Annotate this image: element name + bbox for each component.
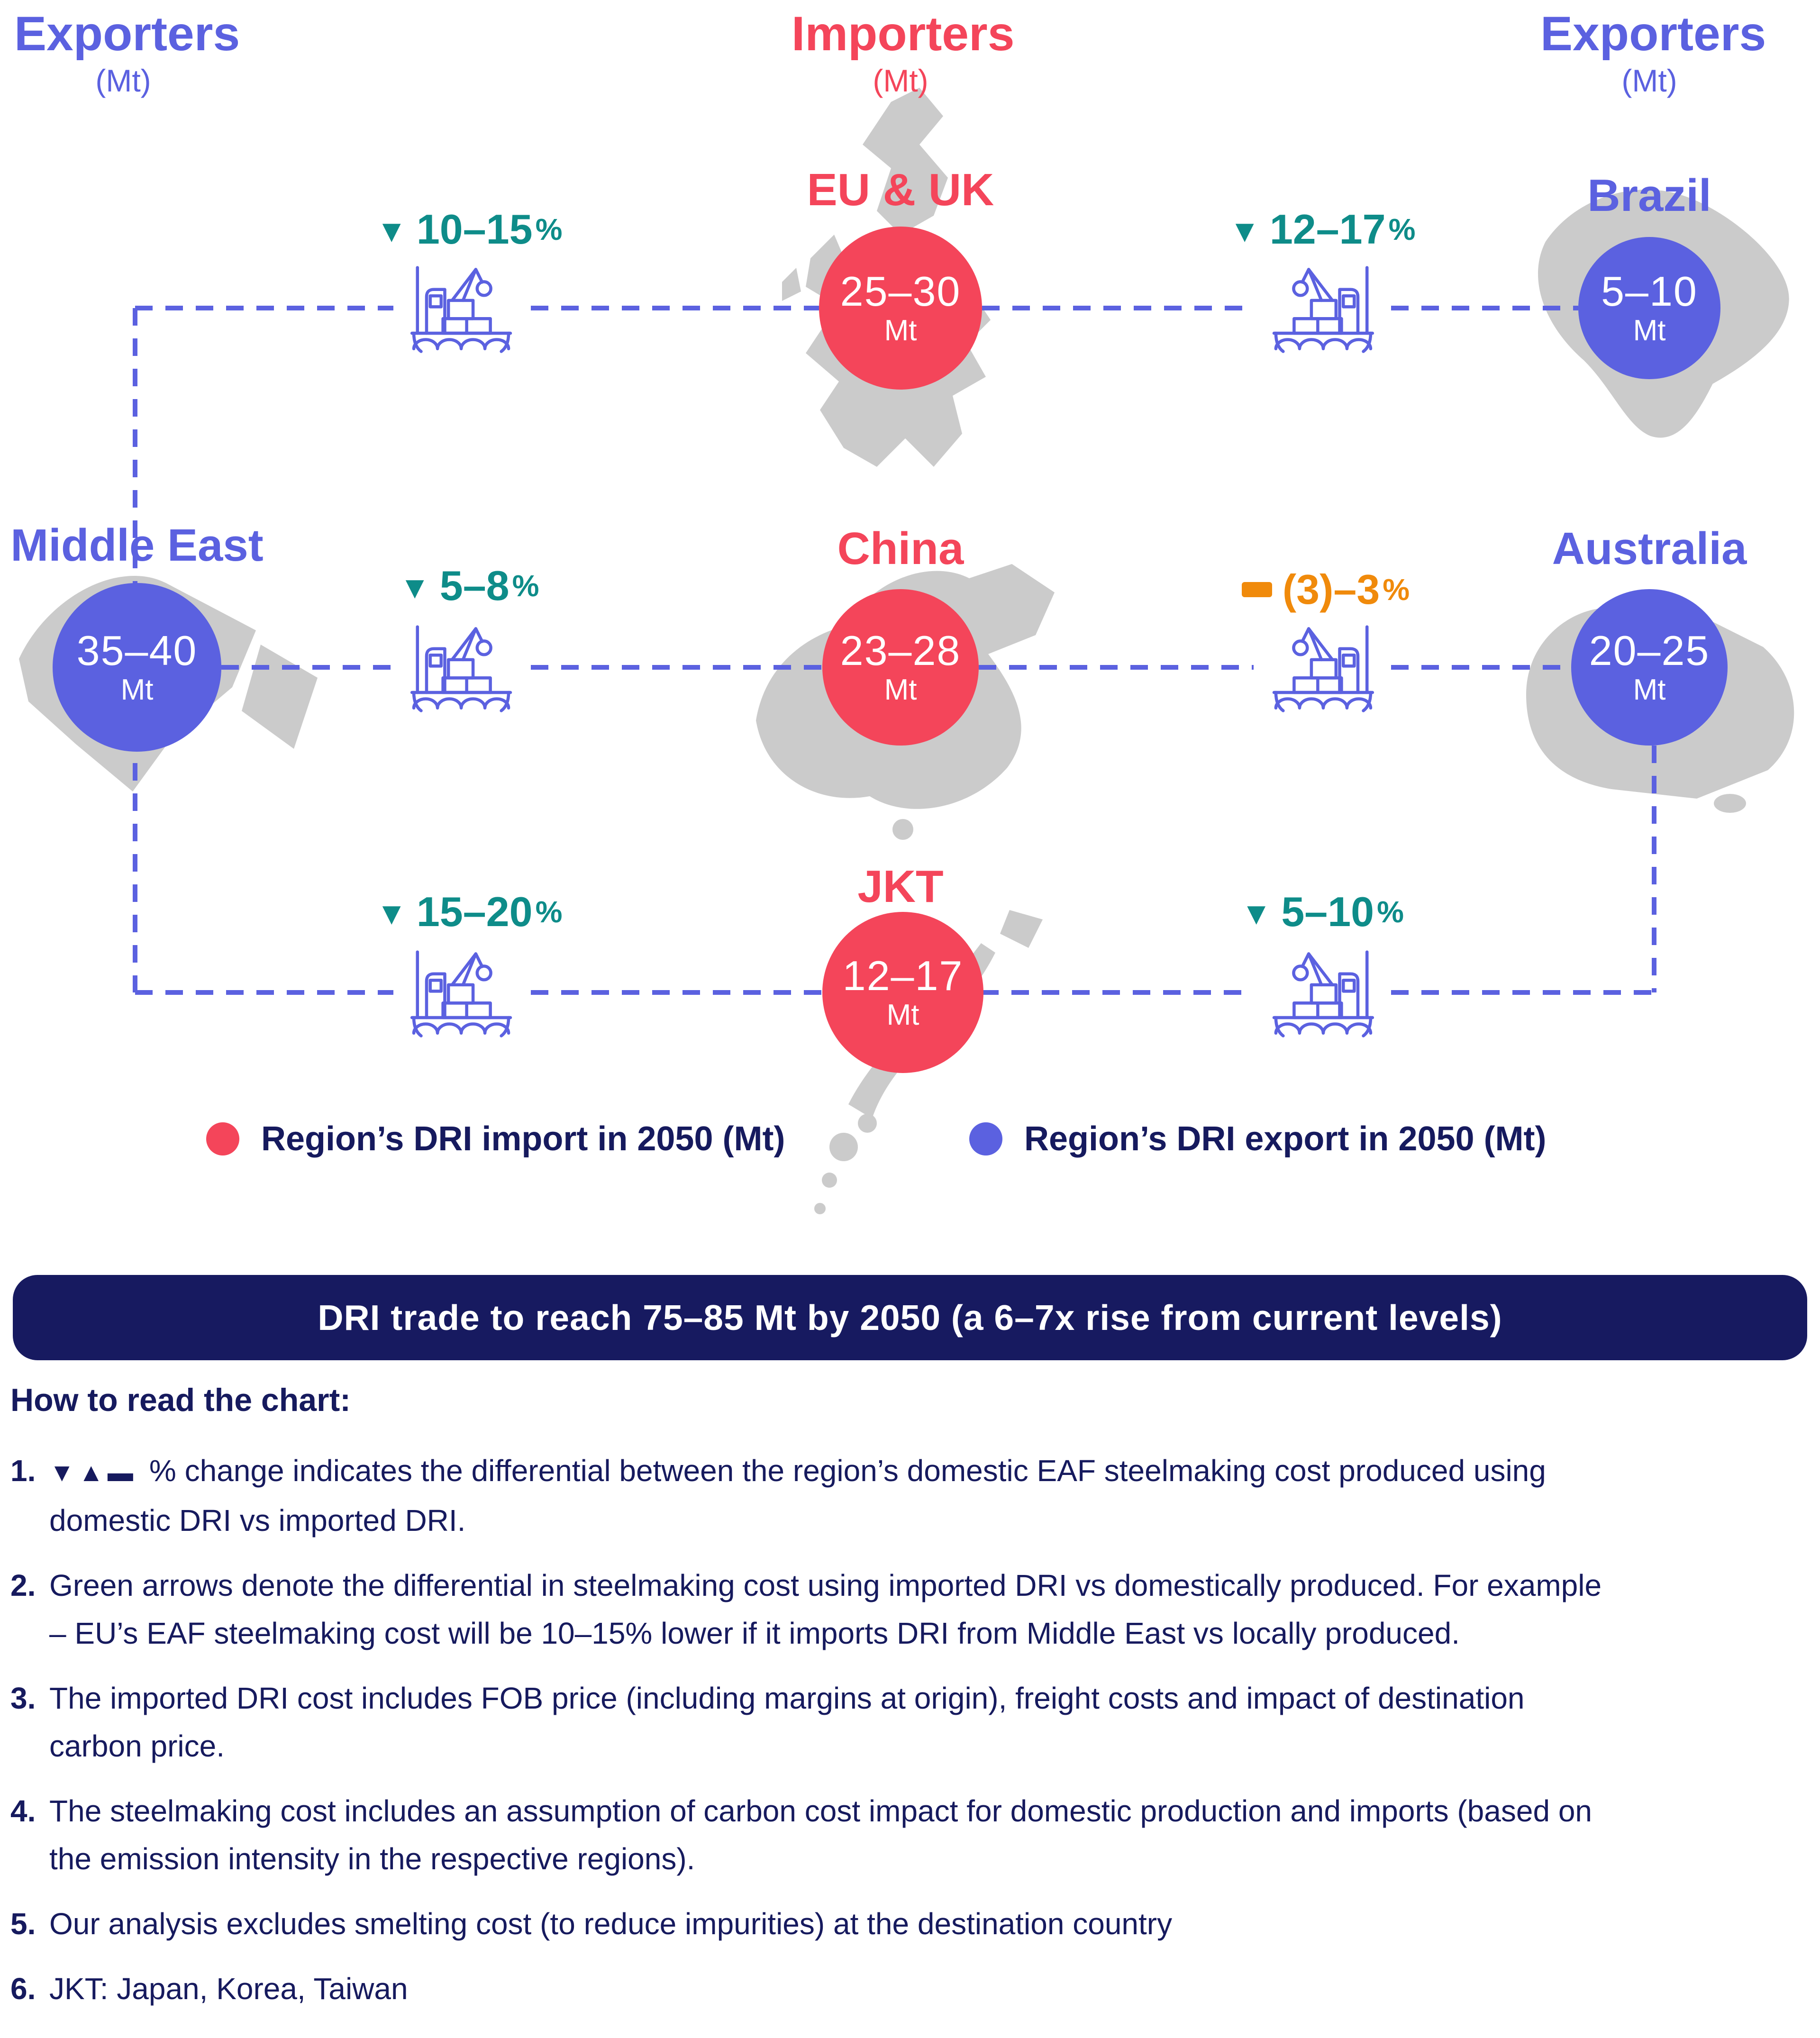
legend-export-label: Region’s DRI export in 2050 (Mt)	[1024, 1120, 1547, 1158]
export-value-circle-australia: 20–25 Mt	[1571, 589, 1728, 746]
import-value-circle-eu: 25–30 Mt	[819, 227, 982, 390]
note-item-3: 3. The imported DRI cost includes FOB pr…	[10, 1674, 1811, 1770]
note-text: Our analysis excludes smelting cost (to …	[49, 1907, 1173, 1941]
column-unit: (Mt)	[95, 63, 151, 99]
import-value-circle-china: 23–28 Mt	[822, 589, 979, 746]
region-label-jkt: JKT	[857, 861, 944, 912]
column-title: Exporters	[14, 7, 240, 61]
export-value-circle-brazil: 5–10 Mt	[1578, 237, 1720, 379]
note-item-5: 5. Our analysis excludes smelting cost (…	[10, 1900, 1811, 1948]
region-label-brazil: Brazil	[1587, 170, 1711, 221]
region-label-middle-east: Middle East	[10, 520, 264, 571]
region-label-australia: Australia	[1552, 523, 1747, 574]
note-text: Green arrows denote the differential in …	[49, 1568, 1602, 1650]
note-text: The imported DRI cost includes FOB price…	[49, 1681, 1525, 1763]
notes-heading: How to read the chart:	[10, 1382, 351, 1418]
cargo-ship-icon	[1263, 254, 1382, 367]
flow-change-australia-to-jkt: ▼ 5–10 %	[1241, 888, 1404, 935]
flat-dash-icon	[1241, 582, 1272, 597]
column-header-exporters-left: Exporters (Mt)	[14, 7, 240, 99]
note-text: ▼▲▬% change indicates the differential b…	[49, 1454, 1546, 1538]
column-header-importers: Importers (Mt)	[792, 7, 1015, 99]
cargo-ship-icon	[403, 938, 521, 1052]
cargo-ship-icon	[1263, 613, 1382, 727]
flow-change-middle-east-to-eu: ▼ 10–15 %	[376, 206, 563, 253]
cargo-ship-icon	[403, 613, 521, 727]
column-unit: (Mt)	[873, 63, 928, 99]
summary-banner-text: DRI trade to reach 75–85 Mt by 2050 (a 6…	[318, 1298, 1502, 1337]
flow-change-australia-to-china: (3)–3 %	[1179, 569, 1473, 610]
legend-import: Region’s DRI import in 2050 (Mt)	[206, 1119, 785, 1159]
import-legend-dot	[206, 1122, 239, 1155]
flow-change-middle-east-to-china: ▼ 5–8 %	[399, 562, 539, 609]
down-arrow-icon: ▼	[1241, 896, 1272, 931]
legend-import-label: Region’s DRI import in 2050 (Mt)	[261, 1120, 785, 1158]
cargo-ship-icon	[1263, 938, 1382, 1052]
note-text: The steelmaking cost includes an assumpt…	[49, 1794, 1592, 1876]
import-value-circle-jkt: 12–17 Mt	[822, 912, 983, 1073]
down-arrow-icon: ▼	[376, 896, 407, 931]
note-item-4: 4. The steelmaking cost includes an assu…	[10, 1787, 1811, 1883]
note-item-1: 1. ▼▲▬% change indicates the differentia…	[10, 1447, 1811, 1545]
how-to-read-section: How to read the chart: 1. ▼▲▬% change in…	[10, 1382, 1811, 2030]
note-item-6: 6. JKT: Japan, Korea, Taiwan	[10, 1965, 1811, 2013]
down-arrow-icon: ▼	[399, 570, 430, 605]
region-label-china: China	[837, 523, 964, 574]
note-text: JKT: Japan, Korea, Taiwan	[49, 1972, 408, 2006]
export-value-circle-middle-east: 35–40 Mt	[53, 583, 221, 752]
region-label-eu-uk: EU & UK	[807, 164, 994, 215]
column-header-exporters-right: Exporters (Mt)	[1540, 7, 1766, 99]
note-item-2: 2. Green arrows denote the differential …	[10, 1562, 1811, 1657]
flow-change-brazil-to-eu: ▼ 12–17 %	[1229, 206, 1416, 253]
column-title: Importers	[792, 7, 1015, 61]
cargo-ship-icon	[403, 254, 521, 367]
legend-export: Region’s DRI export in 2050 (Mt)	[969, 1119, 1546, 1159]
down-arrow-icon: ▼	[1229, 213, 1260, 248]
export-legend-dot	[969, 1122, 1002, 1155]
down-arrow-icon: ▼	[376, 213, 407, 248]
summary-banner: DRI trade to reach 75–85 Mt by 2050 (a 6…	[13, 1275, 1807, 1360]
column-title: Exporters	[1540, 7, 1766, 61]
flow-change-middle-east-to-jkt: ▼ 15–20 %	[376, 888, 563, 935]
change-marker-icons: ▼▲▬	[49, 1458, 137, 1487]
column-unit: (Mt)	[1621, 63, 1677, 99]
